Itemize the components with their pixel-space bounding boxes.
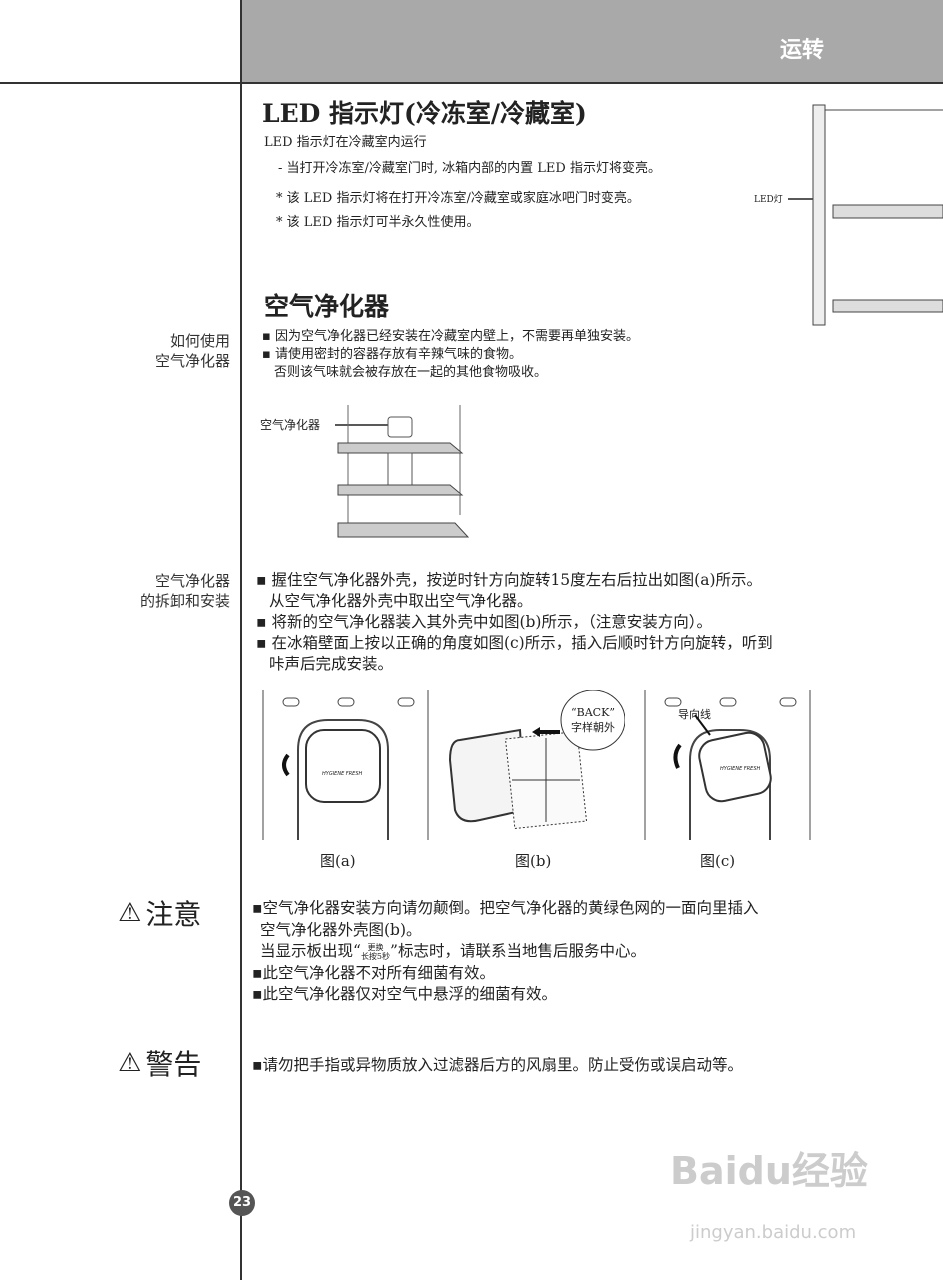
bullet: ▪ 因为空气净化器已经安装在冷藏室内壁上，不需要再单独安装。	[262, 329, 639, 344]
bullet-text: 请使用密封的容器存放有辛辣气味的食物。	[274, 347, 522, 362]
bullet-text: 将新的空气净化器装入其外壳中如图(b)所示，（注意安装方向）。	[271, 613, 712, 631]
bullet: ▪ 握住空气净化器外壳，按逆时针方向旋转15度左右后拉出如图(a)所示。	[256, 571, 762, 589]
fridge-shelves-figure	[335, 405, 470, 538]
bullet: ▪此空气净化器不对所有细菌有效。	[252, 963, 496, 982]
led-figure-label: LED灯	[754, 195, 783, 205]
side-label-line: 空气净化器	[154, 352, 230, 370]
caution-label: ⚠注意	[118, 893, 201, 933]
divider	[0, 82, 943, 84]
symbol-top: 更换	[367, 943, 384, 952]
bullet: ▪此空气净化器仅对空气中悬浮的细菌有效。	[252, 985, 558, 1003]
bullet-text: 空气净化器安装方向请勿颠倒。把空气净化器的黄绿色网的一面向里插入	[262, 899, 759, 917]
brand-label: HYGIENE FRESH	[322, 771, 363, 777]
margin-line	[240, 0, 242, 1280]
callout-line: “BACK”	[571, 706, 615, 719]
bullet-text: 在冰箱壁面上按以正确的角度如图(c)所示，插入后顺时针方向旋转，听到	[271, 634, 773, 652]
warning-body: ▪请勿把手指或异物质放入过滤器后方的风扇里。防止受伤或误启动等。	[252, 1056, 744, 1074]
warning-text: 警告	[145, 1048, 202, 1081]
brand-label: HYGIENE FRESH	[720, 766, 761, 772]
side-label: 如何使用空气净化器	[155, 331, 230, 371]
bullet: ▪ 请使用密封的容器存放有辛辣气味的食物。	[262, 347, 522, 362]
bullet-text: 空气净化器外壳图(b)。	[260, 920, 422, 939]
header-bar	[241, 0, 943, 83]
notice-text: ”标志时，请联系当地售后服务中心。	[390, 942, 646, 960]
section-title: 运转	[780, 38, 825, 63]
caution-body: ▪空气净化器安装方向请勿颠倒。把空气净化器的黄绿色网的一面向里插入 空气净化器外…	[252, 898, 759, 1006]
figure-b	[448, 690, 625, 830]
bullet-text: 因为空气净化器已经安装在冷藏室内壁上，不需要再单独安装。	[274, 329, 639, 344]
watermark-url: jingyan.baidu.com	[690, 1222, 857, 1243]
purifier-title: 空气净化器	[264, 292, 390, 321]
figure-c	[644, 690, 811, 840]
symbol-bottom: 长按5秒	[360, 952, 391, 961]
bullet-text: 咔声后完成安装。	[269, 655, 394, 673]
side-label-line: 空气净化器	[154, 572, 230, 590]
watermark-logo: Baidu经验	[670, 1149, 868, 1193]
side-label: 空气净化器的拆卸和安装	[140, 571, 230, 611]
callout-line: 字样朝外	[571, 721, 615, 734]
led-line: - 当打开冷冻室/冷藏室门时, 冰箱内部的内置 LED 指示灯将变亮。	[278, 161, 661, 176]
led-figure	[788, 104, 943, 326]
caption-b: 图(b)	[515, 852, 552, 870]
display-notice: 当显示板出现“更换长按5秒”标志时，请联系当地售后服务中心。	[252, 941, 759, 963]
bullet-text: 从空气净化器外壳中取出空气净化器。	[269, 592, 533, 610]
bullet: ▪ 在冰箱壁面上按以正确的角度如图(c)所示，插入后顺时针方向旋转，听到	[256, 634, 773, 652]
notice-text: 当显示板出现“	[260, 942, 361, 960]
guide-line-label: 导向线	[678, 708, 711, 721]
led-line: * 该 LED 指示灯可半永久性使用。	[276, 215, 480, 230]
figure-a	[262, 690, 429, 840]
bullet: ▪ 将新的空气净化器装入其外壳中如图(b)所示，（注意安装方向）。	[256, 613, 712, 631]
warning-triangle-icon: ⚠	[118, 898, 142, 928]
led-line: * 该 LED 指示灯将在打开冷冻室/冷藏室或家庭冰吧门时变亮。	[276, 191, 640, 206]
caution-text: 注意	[145, 898, 202, 931]
continuation: 否则该气味就会被存放在一起的其他食物吸收。	[274, 365, 548, 380]
bullet-text: 请勿把手指或异物质放入过滤器后方的风扇里。防止受伤或误启动等。	[262, 1056, 744, 1074]
bullet: ▪空气净化器安装方向请勿颠倒。把空气净化器的黄绿色网的一面向里插入	[252, 899, 759, 917]
bullet-text: 此空气净化器不对所有细菌有效。	[262, 963, 496, 982]
caption-a: 图(a)	[320, 852, 356, 870]
remove-install-text: ▪ 握住空气净化器外壳，按逆时针方向旋转15度左右后拉出如图(a)所示。 从空气…	[256, 570, 773, 675]
warning-label: ⚠警告	[118, 1043, 201, 1083]
page-number: 23	[229, 1190, 255, 1216]
how-to-use-text: ▪ 因为空气净化器已经安装在冷藏室内壁上，不需要再单独安装。 ▪ 请使用密封的容…	[262, 328, 639, 382]
back-callout: “BACK” 字样朝外	[563, 706, 623, 735]
bullet-text: 握住空气净化器外壳，按逆时针方向旋转15度左右后拉出如图(a)所示。	[271, 571, 762, 589]
led-title: LED 指示灯(冷冻室/冷藏室)	[262, 99, 587, 128]
display-symbol: 更换长按5秒	[361, 943, 390, 961]
side-label-line: 的拆卸和安装	[139, 592, 230, 610]
bullet-text: 此空气净化器仅对空气中悬浮的细菌有效。	[262, 985, 558, 1003]
led-intro: LED 指示灯在冷藏室内运行	[264, 135, 427, 150]
warning-triangle-icon: ⚠	[118, 1048, 142, 1078]
side-label-line: 如何使用	[169, 332, 230, 350]
purifier-figure-label: 空气净化器	[260, 418, 321, 432]
caption-c: 图(c)	[700, 852, 736, 870]
